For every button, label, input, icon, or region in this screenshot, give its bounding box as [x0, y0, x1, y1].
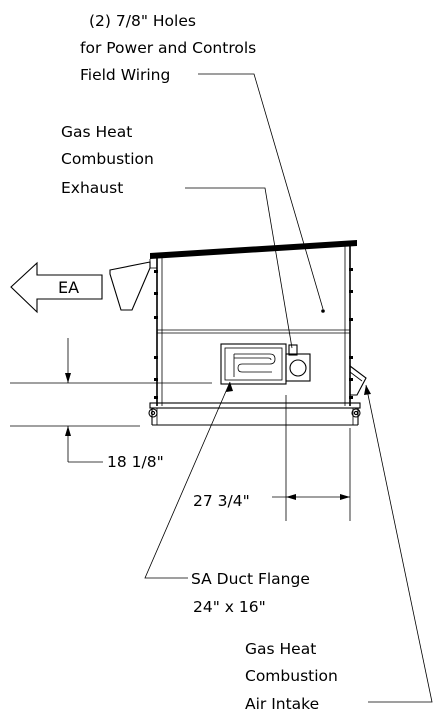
exhaust-line3: Exhaust	[61, 179, 123, 197]
wiring-line3: Field Wiring	[80, 66, 170, 84]
exhaust-callout: Gas Heat Combustion Exhaust	[61, 123, 293, 349]
intake-line1: Gas Heat	[245, 640, 316, 658]
combustion-blower	[285, 344, 311, 382]
exhaust-hood	[109, 261, 157, 311]
left-fasteners	[154, 270, 158, 399]
dim-height: 18 1/8"	[10, 338, 212, 471]
wiring-hole	[321, 309, 325, 313]
sa-duct-flange	[220, 343, 287, 385]
right-fasteners	[349, 268, 353, 399]
intake-callout: Gas Heat Combustion Air Intake	[245, 384, 433, 713]
dim-width-label: 27 3/4"	[193, 492, 250, 510]
duct-line2: 24" x 16"	[193, 598, 266, 616]
exhaust-line1: Gas Heat	[61, 123, 132, 141]
duct-callout: SA Duct Flange 24" x 16"	[144, 381, 310, 616]
duct-line1: SA Duct Flange	[191, 570, 310, 588]
intake-line2: Combustion	[245, 667, 338, 685]
wiring-line1: (2) 7/8" Holes	[89, 12, 196, 30]
roof-panel	[149, 240, 357, 262]
intake-line3: Air Intake	[245, 695, 319, 712]
unit-cabinet	[148, 246, 361, 426]
intake-hood	[349, 364, 367, 396]
ea-label: EA	[58, 278, 79, 297]
exhaust-line2: Combustion	[61, 150, 154, 168]
exhaust-air-arrow: EA	[10, 261, 103, 314]
dim-width: 27 3/4"	[193, 395, 351, 521]
wiring-callout: (2) 7/8" Holes for Power and Controls Fi…	[80, 12, 324, 310]
dim-height-label: 18 1/8"	[107, 453, 164, 471]
wiring-line2: for Power and Controls	[80, 39, 256, 57]
